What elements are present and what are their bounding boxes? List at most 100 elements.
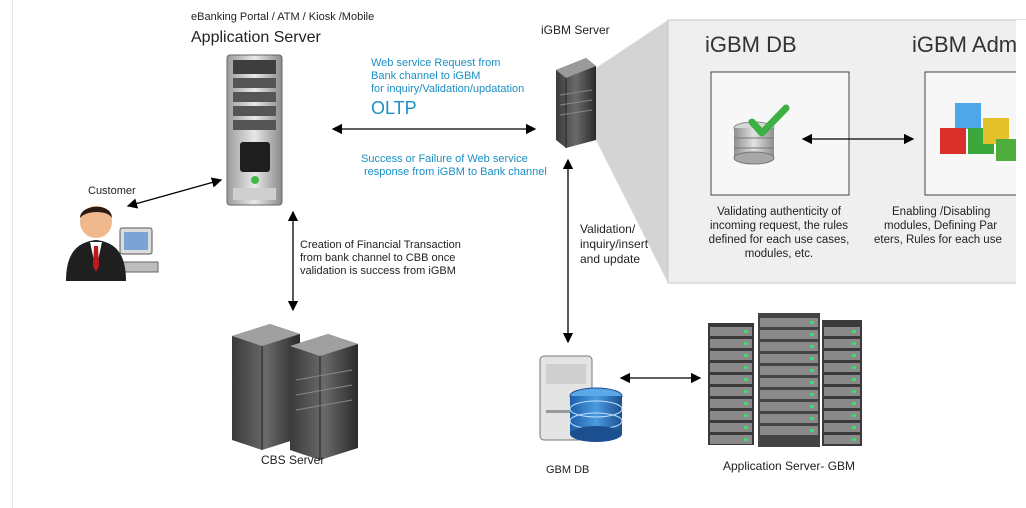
admin-desc-line: Enabling /Disabling xyxy=(892,206,991,218)
igbm-admin-title: iGBM Adm xyxy=(912,32,1016,57)
cbs-link-line: Creation of Financial Transaction xyxy=(300,239,461,251)
rack-unit xyxy=(760,426,818,435)
rack-led xyxy=(810,321,814,324)
validation-line: and update xyxy=(580,252,641,266)
oltp-label: OLTP xyxy=(371,98,417,118)
rack-unit xyxy=(824,435,860,444)
request-line: for inquiry/Validation/updatation xyxy=(371,83,525,95)
rack-unit xyxy=(760,330,818,339)
rack-unit xyxy=(824,423,860,432)
request-text: Web service Request from Bank channel to… xyxy=(371,57,524,119)
rack-led xyxy=(852,402,856,405)
rack-unit xyxy=(824,339,860,348)
rack-unit xyxy=(710,435,752,444)
rack-unit xyxy=(760,414,818,423)
rack-led xyxy=(810,333,814,336)
cbs-link-text: Creation of Financial Transaction from b… xyxy=(300,239,461,278)
validation-line: Validation/ xyxy=(580,222,636,236)
rack-unit xyxy=(824,327,860,336)
request-line: Web service Request from xyxy=(371,57,501,69)
zoom-projection xyxy=(596,20,668,283)
customer-icon xyxy=(66,206,159,281)
app-server-subtitle: eBanking Portal / ATM / Kiosk /Mobile xyxy=(191,11,375,23)
rack-led xyxy=(744,390,748,393)
rack-unit xyxy=(824,411,860,420)
rack-led xyxy=(744,342,748,345)
rack-unit xyxy=(824,387,860,396)
rack-led xyxy=(744,366,748,369)
igbm-admin-box xyxy=(924,71,1026,196)
cubes-icon xyxy=(940,103,1016,161)
response-text: Success or Failure of Web service respon… xyxy=(361,153,547,179)
rack-unit xyxy=(824,351,860,360)
db-desc-line: defined for each use cases, xyxy=(708,234,850,246)
rack-led xyxy=(852,342,856,345)
rack-unit xyxy=(760,354,818,363)
rack-led xyxy=(852,354,856,357)
rack-rows xyxy=(710,318,860,444)
rack-led xyxy=(852,366,856,369)
customer-label: Customer xyxy=(88,185,136,197)
rack-unit xyxy=(710,339,752,348)
igbm-db-description: Validating authenticity of incoming requ… xyxy=(684,205,874,261)
rack-unit xyxy=(710,363,752,372)
rack-led xyxy=(744,402,748,405)
rack-unit xyxy=(824,375,860,384)
rack-unit xyxy=(760,378,818,387)
rack-led xyxy=(744,354,748,357)
rack-unit xyxy=(760,342,818,351)
cbs-server-label: CBS Server xyxy=(261,453,325,467)
rack-led xyxy=(810,417,814,420)
rack-unit xyxy=(760,318,818,327)
db-desc-line: modules, etc. xyxy=(744,248,814,260)
igbm-db-box xyxy=(710,71,850,196)
app-server-gbm-label: Application Server- GBM xyxy=(723,459,856,473)
igbm-server-icon xyxy=(556,58,596,148)
rack-led xyxy=(852,390,856,393)
igbm-db-title: iGBM DB xyxy=(705,32,797,57)
rack-unit xyxy=(760,390,818,399)
rack-unit xyxy=(760,402,818,411)
gbm-db-label: GBM DB xyxy=(546,464,590,476)
rack-led xyxy=(744,426,748,429)
rack-led xyxy=(852,330,856,333)
rack-led xyxy=(744,330,748,333)
response-line: Success or Failure of Web service xyxy=(361,153,528,165)
rack-led xyxy=(744,378,748,381)
rack-unit xyxy=(710,387,752,396)
rack-unit xyxy=(710,327,752,336)
rack-led xyxy=(852,438,856,441)
database-check-icon xyxy=(733,104,790,165)
rack-led xyxy=(810,429,814,432)
rack-led xyxy=(810,345,814,348)
rack-led xyxy=(744,414,748,417)
rack-led xyxy=(810,393,814,396)
rack-led xyxy=(810,381,814,384)
customer-appserver-arrow xyxy=(126,177,223,209)
admin-desc-line: modules, Defining Par xyxy=(884,220,998,232)
cbs-link-line: validation is success from iGBM xyxy=(300,265,456,277)
rack-unit xyxy=(824,399,860,408)
request-line: Bank channel to iGBM xyxy=(371,70,481,82)
application-server-icon xyxy=(226,54,283,206)
cbs-link-line: from bank channel to CBB once xyxy=(300,252,456,264)
response-line: response from iGBM to Bank channel xyxy=(364,166,547,178)
rack-led xyxy=(810,405,814,408)
igbm-server-label: iGBM Server xyxy=(541,23,610,37)
gbm-db-icon xyxy=(539,355,623,442)
rack-unit xyxy=(710,399,752,408)
app-server-title: Application Server xyxy=(191,29,321,46)
rack-led xyxy=(744,438,748,441)
igbm-admin-description: Enabling /Disabling modules, Defining Pa… xyxy=(868,205,1016,247)
rack-led xyxy=(852,378,856,381)
rack-unit xyxy=(760,366,818,375)
rack-led xyxy=(810,357,814,360)
validation-line: inquiry/insert xyxy=(580,237,649,251)
left-border xyxy=(12,0,13,508)
rack-led xyxy=(810,369,814,372)
cbs-server-icon xyxy=(232,324,358,460)
admin-desc-line: eters, Rules for each use xyxy=(874,234,1002,246)
rack-unit xyxy=(824,363,860,372)
rack-led xyxy=(852,426,856,429)
